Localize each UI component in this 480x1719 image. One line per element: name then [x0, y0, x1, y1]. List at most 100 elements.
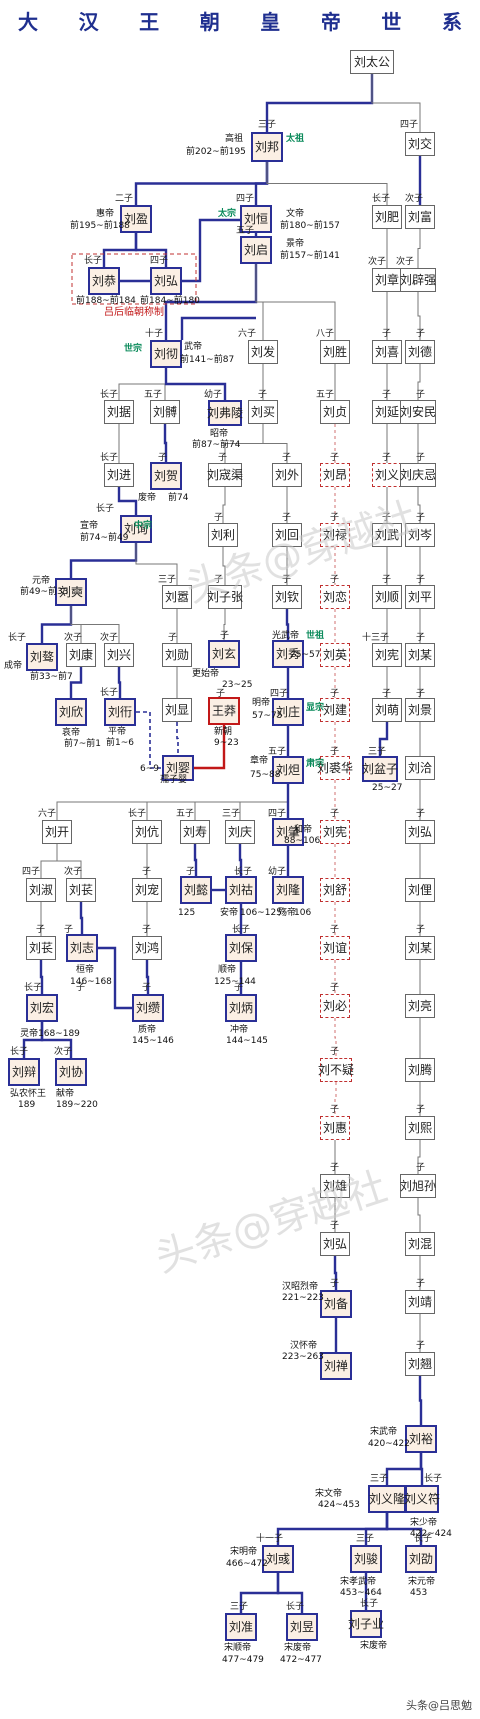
birth-order-label: 子: [282, 453, 292, 463]
reign-label: 平帝: [108, 727, 127, 737]
reign-label: 57~75: [252, 711, 283, 721]
birth-order-label: 十三子: [362, 633, 390, 643]
birth-order-label: 次子: [54, 1047, 73, 1057]
birth-order-label: 子: [416, 689, 426, 699]
person-node-hong5: 刘弘: [320, 1232, 350, 1256]
birth-order-label: 子: [416, 1341, 426, 1351]
lineage-link: [176, 722, 179, 755]
lineage-link: [223, 609, 226, 640]
title-char: 皇: [260, 10, 281, 34]
birth-order-label: 子: [330, 809, 340, 819]
reign-label: 献帝: [56, 1089, 75, 1099]
reign-label: 冲帝: [230, 1025, 249, 1035]
person-node-xiong: 刘雄: [320, 1174, 350, 1198]
person-node-ruying: 刘婴: [162, 755, 194, 781]
reign-label: 宋少帝: [410, 1518, 438, 1528]
temple-name-label: 肃宗: [306, 759, 325, 769]
reign-label: 武帝: [184, 342, 203, 352]
birth-order-label: 子: [416, 1279, 426, 1289]
birth-order-label: 子: [416, 513, 426, 523]
succession-link: [98, 946, 132, 1010]
person-node-yilong: 刘义隆: [368, 1485, 406, 1513]
birth-order-label: 长子: [234, 867, 253, 877]
birth-order-label: 四子: [22, 867, 41, 877]
birth-order-label: 子: [416, 1105, 426, 1115]
reign-label: 424~453: [318, 1500, 360, 1510]
birth-order-label: 幼子: [268, 867, 287, 877]
birth-order-label: 八子: [316, 329, 335, 339]
lineage-link: [135, 543, 178, 585]
person-node-ang: 刘昂: [320, 463, 350, 487]
birth-order-label: 子: [416, 633, 426, 643]
person-node-shi: 刘奭: [55, 578, 87, 606]
person-node-zuan: 刘缵: [132, 994, 164, 1022]
title-char: 汉: [78, 10, 99, 34]
person-node-mai: 刘买: [248, 400, 278, 424]
birth-order-label: 子: [214, 513, 224, 523]
person-node-kai: 刘开: [42, 820, 72, 844]
lineage-link: [222, 547, 226, 585]
birth-order-label: 子: [416, 453, 426, 463]
title-char: 系: [441, 10, 462, 34]
birth-order-label: 子: [330, 1279, 340, 1289]
birth-order-label: 子: [168, 633, 178, 643]
reign-label: 前74~前49: [80, 533, 129, 543]
birth-order-label: 子: [330, 983, 340, 993]
birth-order-label: 三子: [222, 809, 241, 819]
birth-order-label: 次子: [368, 257, 387, 267]
birth-order-label: 次子: [64, 867, 83, 877]
lineage-link: [254, 162, 269, 205]
reign-label: 106: [294, 908, 312, 918]
birth-order-label: 五子: [236, 226, 255, 236]
lineage-link: [164, 368, 227, 400]
birth-order-label: 三子: [370, 1474, 389, 1484]
birth-order-label: 子: [330, 1047, 340, 1057]
reign-label: 168~189: [38, 1029, 80, 1039]
person-node-ziye: 刘子业: [348, 1610, 384, 1638]
lineage-link: [134, 233, 168, 267]
usurpation-link: [194, 725, 226, 770]
birth-order-label: 子: [330, 575, 340, 585]
person-node-wu: 刘武: [372, 523, 402, 547]
reign-label: 145~146: [132, 1036, 174, 1046]
temple-name-label: 太宗: [218, 209, 237, 219]
person-node-xusun: 刘旭孙: [400, 1174, 436, 1198]
lineage-link: [285, 609, 290, 640]
person-node-xuan: 刘玄: [208, 640, 240, 668]
birth-order-label: 子: [216, 689, 226, 699]
reign-label: 质帝: [138, 1025, 157, 1035]
reign-label: 宋孝武帝: [340, 1577, 377, 1587]
title-char: 朝: [199, 10, 220, 34]
temple-name-label: 显宗: [306, 703, 325, 713]
birth-order-label: 子: [76, 983, 86, 993]
birth-order-label: 子: [382, 390, 392, 400]
title-char: 帝: [320, 10, 341, 34]
reign-label: 成帝: [4, 661, 23, 671]
reign-label: 新朝: [214, 727, 233, 737]
reign-label: 25~27: [372, 783, 403, 793]
person-node-yi2: 刘懿: [180, 876, 212, 904]
reign-label: 144~145: [226, 1036, 268, 1046]
lineage-link: [70, 606, 120, 643]
title-char: 王: [139, 10, 160, 34]
person-node-zhuang: 刘庄: [272, 698, 304, 726]
credit-text: 头条@吕思勉: [406, 1699, 472, 1712]
person-node-he: 刘贺: [150, 462, 182, 490]
lineage-link: [417, 1198, 421, 1232]
birth-order-label: 长子: [128, 809, 147, 819]
reign-label: 哀帝: [62, 728, 81, 738]
reign-label: 高祖: [225, 134, 244, 144]
person-node-xi: 刘喜: [372, 340, 402, 364]
reign-label: 宋元帝: [408, 1577, 436, 1587]
lineage-link: [163, 424, 168, 462]
birth-order-label: 子: [330, 1221, 340, 1231]
person-node-qin: 刘钦: [272, 585, 302, 609]
person-node-jun: 刘翘: [405, 1352, 435, 1376]
person-node-shou: 刘寿: [180, 820, 210, 844]
reign-label: 桓帝: [76, 965, 95, 975]
person-node-qi: 刘启: [240, 236, 272, 264]
birth-order-label: 十一子: [256, 1534, 284, 1544]
birth-order-label: 子: [330, 689, 340, 699]
person-node-ziqu: 刘宬渠: [207, 463, 243, 487]
